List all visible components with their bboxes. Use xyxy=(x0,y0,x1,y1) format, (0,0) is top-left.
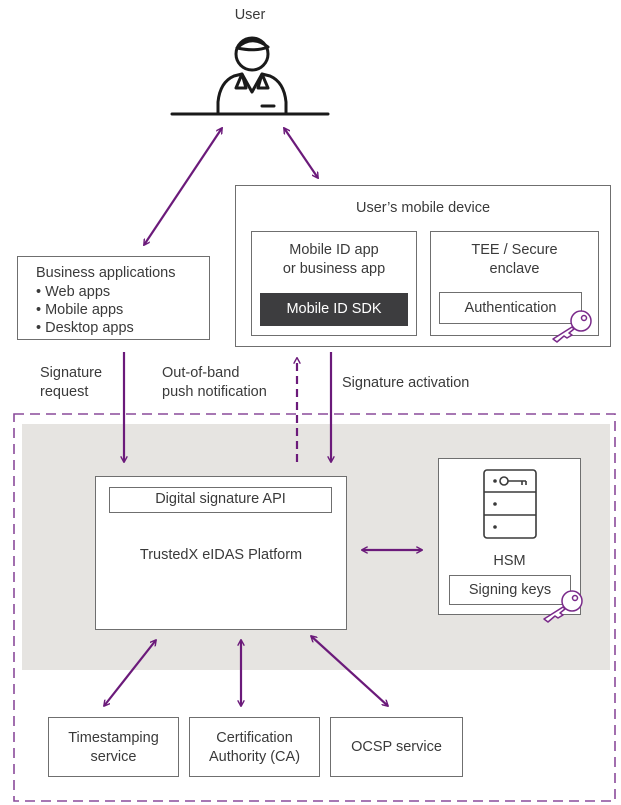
mobile-id-sdk-box xyxy=(260,293,408,326)
user-icon xyxy=(170,36,330,116)
signing-keys-box xyxy=(449,575,571,605)
authentication-label: Authentication xyxy=(464,300,557,316)
timestamping-service-label: Timestamping service xyxy=(68,730,159,765)
signature-request-label: Signature request xyxy=(40,365,103,400)
certification-authority-label: Certification Authority (CA) xyxy=(208,730,301,765)
signature-activation-label: Signature activation xyxy=(342,375,470,391)
business-apps-item: • Web apps xyxy=(36,284,111,300)
key-icon xyxy=(543,590,583,623)
push-notification-label: Out-of-band push notification xyxy=(162,365,267,400)
user-mobile-arrow xyxy=(284,128,318,178)
platform-zone-border xyxy=(13,413,616,802)
platform-timestamping-arrow xyxy=(104,640,156,706)
hsm-label: HSM xyxy=(493,553,526,569)
mobile-device-title: User’s mobile device xyxy=(355,200,491,216)
ocsp-service-box xyxy=(330,717,463,777)
digital-signature-api-label: Digital signature API xyxy=(155,491,286,507)
mobile-id-app-label: Mobile ID app or business app xyxy=(282,242,386,277)
signing-keys-label: Signing keys xyxy=(468,582,552,598)
platform-name: TrustedX eIDAS Platform xyxy=(139,547,303,563)
business-apps-title: Business applications xyxy=(36,265,176,281)
timestamping-service-box xyxy=(48,717,179,777)
business-apps-box xyxy=(17,256,210,340)
ocsp-service-label: OCSP service xyxy=(351,739,442,755)
digital-signature-api-box xyxy=(109,487,332,513)
authentication-box xyxy=(439,292,582,324)
certification-authority-box xyxy=(189,717,320,777)
business-apps-item: • Mobile apps xyxy=(36,302,124,318)
user-business-arrow xyxy=(144,128,222,245)
key-icon xyxy=(552,310,592,343)
mobile-id-sdk-label: Mobile ID SDK xyxy=(286,301,382,317)
server-icon xyxy=(483,469,537,539)
user-label: User xyxy=(234,7,266,23)
business-apps-item: • Desktop apps xyxy=(36,320,134,336)
platform-ocsp-arrow xyxy=(311,636,388,706)
tee-label: TEE / Secure enclave xyxy=(471,242,558,277)
